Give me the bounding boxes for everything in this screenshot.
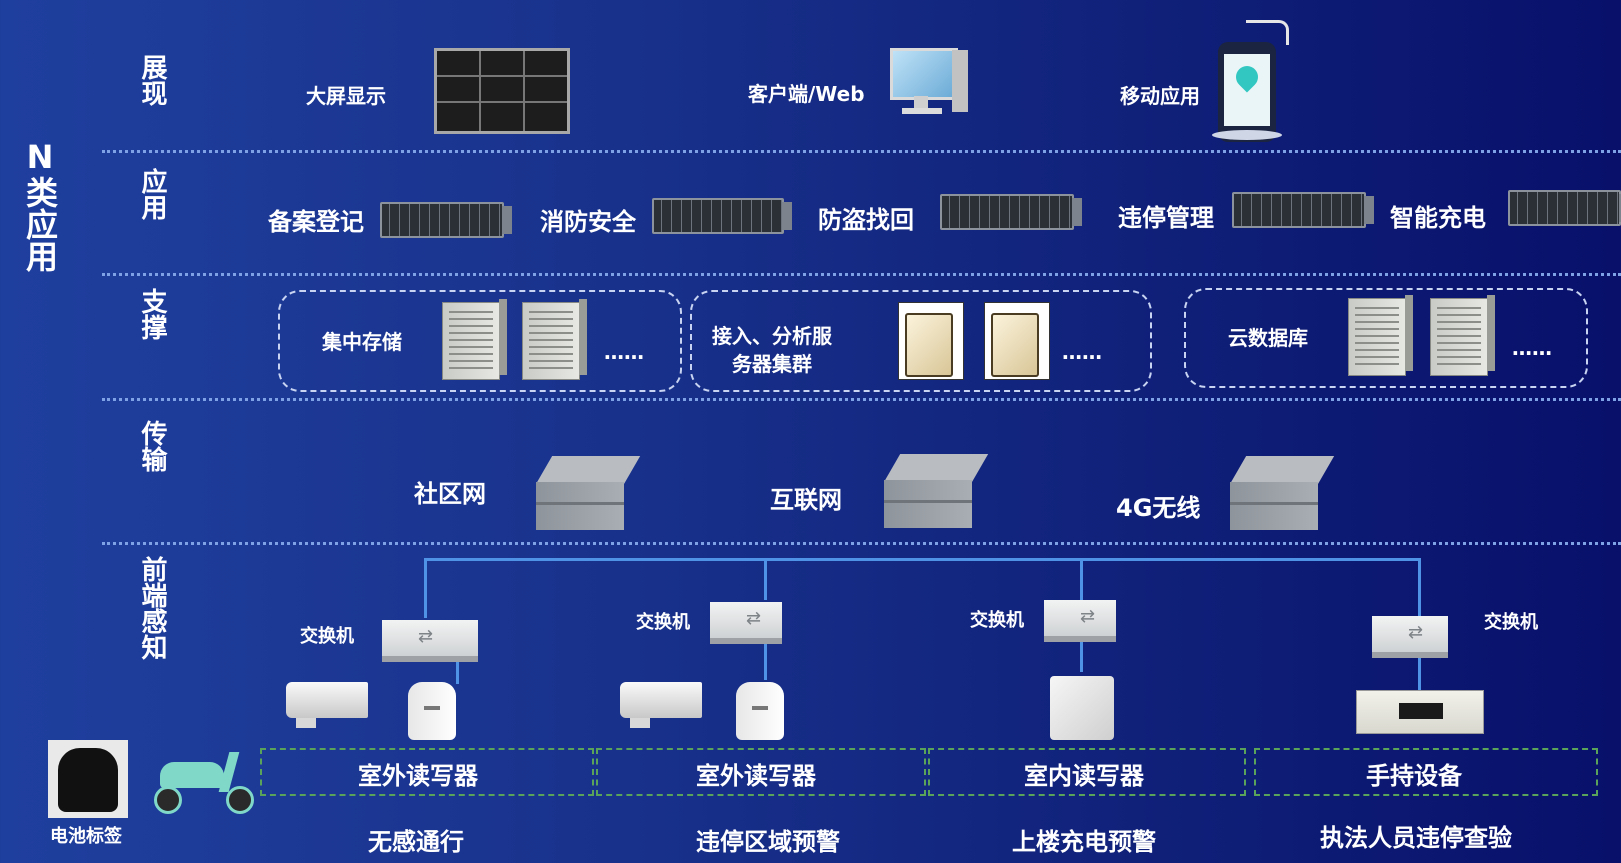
device-box-4 xyxy=(1254,748,1598,796)
scenario-label-1: 无感通行 xyxy=(368,828,464,856)
device-label-1: 室外读写器 xyxy=(358,762,478,790)
connector-drop-line xyxy=(1418,558,1421,618)
indoor-reader-icon xyxy=(1050,676,1114,740)
switch-label-4: 交换机 xyxy=(1484,612,1538,633)
analysis-server-icon xyxy=(898,302,964,380)
support-label-analysis-line2: 务器集群 xyxy=(732,352,812,376)
network-switch-icon xyxy=(1230,456,1335,530)
layer-label-display: 展现 xyxy=(137,54,167,106)
device-box-1 xyxy=(260,748,594,796)
access-switch-icon xyxy=(710,602,782,644)
camera-icon xyxy=(286,682,368,728)
support-ellipsis-analysis: …… xyxy=(1062,340,1102,364)
layer-label-support: 支撑 xyxy=(137,288,167,340)
access-switch-icon xyxy=(382,620,478,662)
layer-label-transport: 传输 xyxy=(137,420,167,472)
support-label-storage: 集中存储 xyxy=(322,330,402,354)
device-label-3: 室内读写器 xyxy=(1024,762,1144,790)
connector-drop-line xyxy=(1080,558,1083,600)
network-switch-icon xyxy=(884,454,989,528)
server-rack-icon xyxy=(940,194,1082,230)
mobile-phone-icon xyxy=(1210,18,1290,142)
layer-label-application: 应用 xyxy=(137,168,167,220)
camera-icon xyxy=(620,682,702,728)
database-server-icon xyxy=(1348,295,1413,376)
connector-drop-line xyxy=(764,640,767,680)
app-label-anti-theft: 防盗找回 xyxy=(818,206,914,234)
connector-drop-line xyxy=(1080,640,1083,672)
support-group-cloud-db xyxy=(1184,288,1588,388)
handheld-device-icon xyxy=(1356,690,1484,734)
network-label-community: 社区网 xyxy=(414,480,486,508)
n-apps-label: N类应用 xyxy=(20,138,60,278)
network-label-4g: 4G无线 xyxy=(1116,494,1201,522)
rfid-reader-icon xyxy=(408,682,456,740)
display-label-client: 客户端/Web xyxy=(748,82,865,106)
divider-2 xyxy=(102,273,1621,276)
storage-server-icon xyxy=(522,299,587,380)
app-label-charging: 智能充电 xyxy=(1390,204,1486,232)
server-rack-icon xyxy=(1232,192,1374,228)
device-label-2: 室外读写器 xyxy=(696,762,816,790)
app-label-registration: 备案登记 xyxy=(268,208,364,236)
support-label-cloud-db: 云数据库 xyxy=(1228,326,1308,350)
database-server-icon xyxy=(1430,295,1495,376)
divider-1 xyxy=(102,150,1621,153)
video-wall-icon xyxy=(434,48,570,134)
device-box-2 xyxy=(596,748,926,796)
network-switch-icon xyxy=(536,456,641,530)
connector-drop-line xyxy=(424,558,427,618)
connector-drop-line xyxy=(456,658,459,684)
switch-label-2: 交换机 xyxy=(636,612,690,633)
storage-server-icon xyxy=(442,299,507,380)
n-apps-text: N类应用 xyxy=(21,138,59,272)
network-label-internet: 互联网 xyxy=(770,486,842,514)
layer-label-frontend: 前端感知 xyxy=(137,556,167,660)
scenario-label-2: 违停区域预警 xyxy=(696,828,840,856)
app-label-fire-safety: 消防安全 xyxy=(540,208,636,236)
analysis-server-icon xyxy=(984,302,1050,380)
scenario-label-4: 执法人员违停查验 xyxy=(1320,824,1512,852)
display-label-bigscreen: 大屏显示 xyxy=(306,84,386,108)
divider-4 xyxy=(102,542,1621,545)
support-group-analysis xyxy=(690,290,1152,392)
support-label-analysis-line1: 接入、分析服 xyxy=(712,324,832,348)
divider-3 xyxy=(102,398,1621,401)
monitor-icon xyxy=(890,48,972,118)
support-ellipsis-cloud-db: …… xyxy=(1512,336,1552,360)
connector-drop-line xyxy=(1418,656,1421,690)
device-box-3 xyxy=(928,748,1246,796)
electric-scooter-icon xyxy=(150,752,258,814)
server-rack-icon xyxy=(380,202,512,238)
switch-label-3: 交换机 xyxy=(970,610,1024,631)
support-ellipsis-storage: …… xyxy=(604,340,644,364)
support-group-storage xyxy=(278,290,682,392)
access-switch-icon xyxy=(1372,616,1448,658)
device-label-4: 手持设备 xyxy=(1366,762,1462,790)
app-label-parking: 违停管理 xyxy=(1118,204,1214,232)
switch-label-1: 交换机 xyxy=(300,626,354,647)
server-rack-icon xyxy=(1508,190,1621,226)
battery-tag-label: 电池标签 xyxy=(50,826,122,847)
server-rack-icon xyxy=(652,198,792,234)
display-label-mobile: 移动应用 xyxy=(1120,84,1200,108)
rfid-reader-icon xyxy=(736,682,784,740)
access-switch-icon xyxy=(1044,600,1116,642)
connector-drop-line xyxy=(764,558,767,600)
scenario-label-3: 上楼充电预警 xyxy=(1012,828,1156,856)
connector-bus-line xyxy=(424,558,1420,561)
battery-tag-icon xyxy=(48,740,128,818)
